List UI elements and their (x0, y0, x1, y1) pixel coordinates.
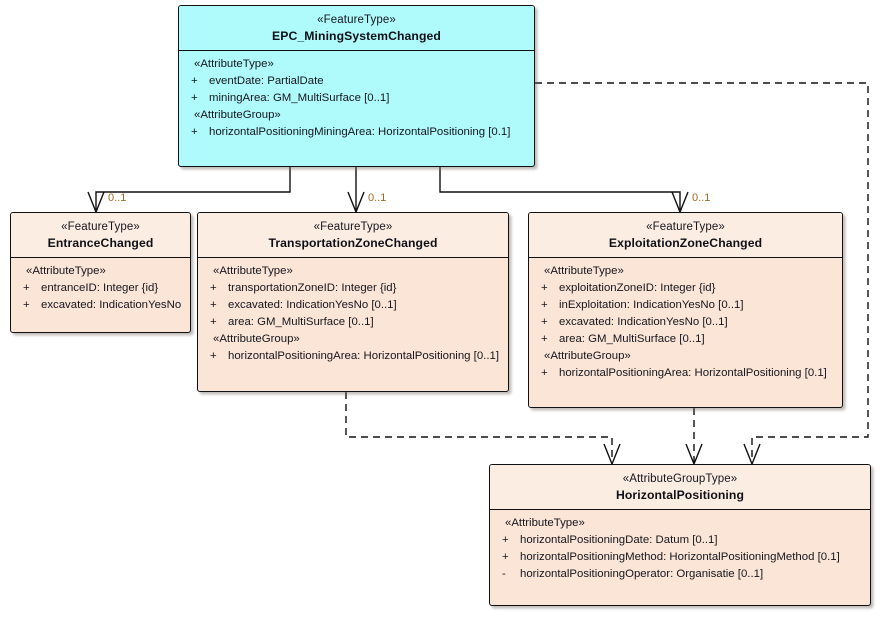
attribute-row: + excavated: IndicationYesNo [0..1] (529, 314, 842, 331)
class-stereotype: «FeatureType» (61, 221, 140, 233)
attribute-text: horizontalPositioningMiningArea: Horizon… (209, 126, 511, 138)
visibility-marker: + (541, 333, 548, 345)
class-epc-miningsystemchanged[interactable]: «FeatureType» EPC_MiningSystemChanged «A… (178, 5, 535, 167)
attribute-row: + entranceID: Integer {id} (11, 280, 190, 297)
attribute-text: exploitationZoneID: Integer {id} (559, 282, 716, 294)
visibility-marker: + (191, 92, 198, 104)
attribute-text: entranceID: Integer {id} (41, 282, 159, 294)
attribute-group-label: «AttributeType» (194, 58, 274, 70)
multiplicity-root-exploitation: 0..1 (692, 192, 711, 204)
attribute-row: + area: GM_MultiSurface [0..1] (529, 331, 842, 348)
visibility-marker: + (191, 126, 198, 138)
visibility-marker: + (210, 282, 217, 294)
multiplicity-root-entrance: 0..1 (108, 192, 127, 204)
class-header: «FeatureType» TransportationZoneChanged (198, 213, 508, 258)
attribute-text: transportationZoneID: Integer {id} (228, 282, 397, 294)
attribute-row: + horizontalPositioningMethod: Horizonta… (490, 549, 870, 566)
class-header: «FeatureType» ExploitationZoneChanged (529, 213, 842, 258)
attribute-group-label: «AttributeType» (213, 265, 293, 277)
attribute-group-label: «AttributeType» (505, 517, 585, 529)
class-header: «FeatureType» EntranceChanged (11, 213, 190, 258)
visibility-marker: + (502, 551, 509, 563)
attribute-row: + horizontalPositioningArea: HorizontalP… (198, 348, 508, 365)
attribute-row: + excavated: IndicationYesNo (11, 297, 190, 314)
class-horizontalpositioning[interactable]: «AttributeGroupType» HorizontalPositioni… (489, 464, 871, 606)
attribute-row: + inExploitation: IndicationYesNo [0..1] (529, 297, 842, 314)
attribute-text: horizontalPositioningDate: Datum [0..1] (520, 534, 718, 546)
connector-exploitation-horizontalpositioning (685, 408, 703, 466)
visibility-marker: - (502, 568, 506, 580)
attribute-row: + horizontalPositioningDate: Datum [0..1… (490, 532, 870, 549)
class-stereotype: «FeatureType» (317, 14, 396, 26)
attribute-group-label: «AttributeGroup» (194, 109, 281, 121)
attribute-text: excavated: IndicationYesNo [0..1] (559, 316, 728, 328)
visibility-marker: + (541, 367, 548, 379)
connector-root-transportation (347, 167, 365, 214)
visibility-marker: + (23, 282, 30, 294)
visibility-marker: + (210, 299, 217, 311)
connector-root-exploitation (439, 167, 689, 214)
attribute-text: area: GM_MultiSurface [0..1] (228, 316, 374, 328)
attribute-row: + horizontalPositioningMiningArea: Horiz… (179, 124, 534, 141)
attribute-row: + horizontalPositioningArea: HorizontalP… (529, 365, 842, 382)
multiplicity-root-transportation: 0..1 (368, 192, 387, 204)
attribute-group-label: «AttributeType» (26, 265, 106, 277)
attribute-row: + miningArea: GM_MultiSurface [0..1] (179, 90, 534, 107)
attribute-row: + eventDate: PartialDate (179, 73, 534, 90)
class-name: EntranceChanged (47, 236, 154, 250)
class-name: EPC_MiningSystemChanged (272, 29, 441, 43)
attribute-text: area: GM_MultiSurface [0..1] (559, 333, 705, 345)
class-attributes: «AttributeType» + transportationZoneID: … (198, 258, 508, 370)
class-stereotype: «FeatureType» (313, 221, 393, 233)
connector-root-entrance (87, 167, 291, 214)
visibility-marker: + (541, 299, 548, 311)
class-name: ExploitationZoneChanged (608, 236, 763, 250)
attribute-text: excavated: IndicationYesNo (41, 299, 182, 311)
class-name: HorizontalPositioning (615, 488, 745, 502)
class-attributes: «AttributeType» + entranceID: Integer {i… (11, 258, 190, 319)
visibility-marker: + (541, 282, 548, 294)
visibility-marker: + (191, 75, 198, 87)
class-name: TransportationZoneChanged (268, 236, 438, 250)
visibility-marker: + (23, 299, 30, 311)
class-exploitationzonechanged[interactable]: «FeatureType» ExploitationZoneChanged «A… (528, 212, 843, 408)
attribute-text: horizontalPositioningOperator: Organisat… (520, 568, 764, 580)
attribute-text: horizontalPositioningMethod: HorizontalP… (520, 551, 840, 563)
class-stereotype: «FeatureType» (646, 221, 725, 233)
attribute-row: + exploitationZoneID: Integer {id} (529, 280, 842, 297)
attribute-text: miningArea: GM_MultiSurface [0..1] (209, 92, 390, 104)
attribute-text: eventDate: PartialDate (209, 75, 324, 87)
visibility-marker: + (541, 316, 548, 328)
visibility-marker: + (210, 350, 217, 362)
attribute-text: horizontalPositioningArea: HorizontalPos… (228, 350, 500, 362)
attribute-text: horizontalPositioningArea: HorizontalPos… (559, 367, 827, 379)
attribute-row: + area: GM_MultiSurface [0..1] (198, 314, 508, 331)
visibility-marker: + (210, 316, 217, 328)
attribute-row: - horizontalPositioningOperator: Organis… (490, 566, 870, 583)
attribute-text: inExploitation: IndicationYesNo [0..1] (559, 299, 744, 311)
attribute-row: + transportationZoneID: Integer {id} (198, 280, 508, 297)
class-header: «AttributeGroupType» HorizontalPositioni… (490, 465, 870, 510)
class-header: «FeatureType» EPC_MiningSystemChanged (179, 6, 534, 51)
attribute-row: + excavated: IndicationYesNo [0..1] (198, 297, 508, 314)
class-attributes: «AttributeType» + exploitationZoneID: In… (529, 258, 842, 387)
attribute-group-label: «AttributeGroup» (544, 350, 631, 362)
attribute-group-label: «AttributeGroup» (213, 333, 300, 345)
class-attributes: «AttributeType» + horizontalPositioningD… (490, 510, 870, 588)
class-attributes: «AttributeType» + eventDate: PartialDate… (179, 51, 534, 146)
attribute-text: excavated: IndicationYesNo [0..1] (228, 299, 397, 311)
class-entrancechanged[interactable]: «FeatureType» EntranceChanged «Attribute… (10, 212, 191, 333)
visibility-marker: + (502, 534, 509, 546)
class-stereotype: «AttributeGroupType» (622, 473, 738, 485)
class-transportationzonechanged[interactable]: «FeatureType» TransportationZoneChanged … (197, 212, 509, 392)
attribute-group-label: «AttributeType» (544, 265, 624, 277)
